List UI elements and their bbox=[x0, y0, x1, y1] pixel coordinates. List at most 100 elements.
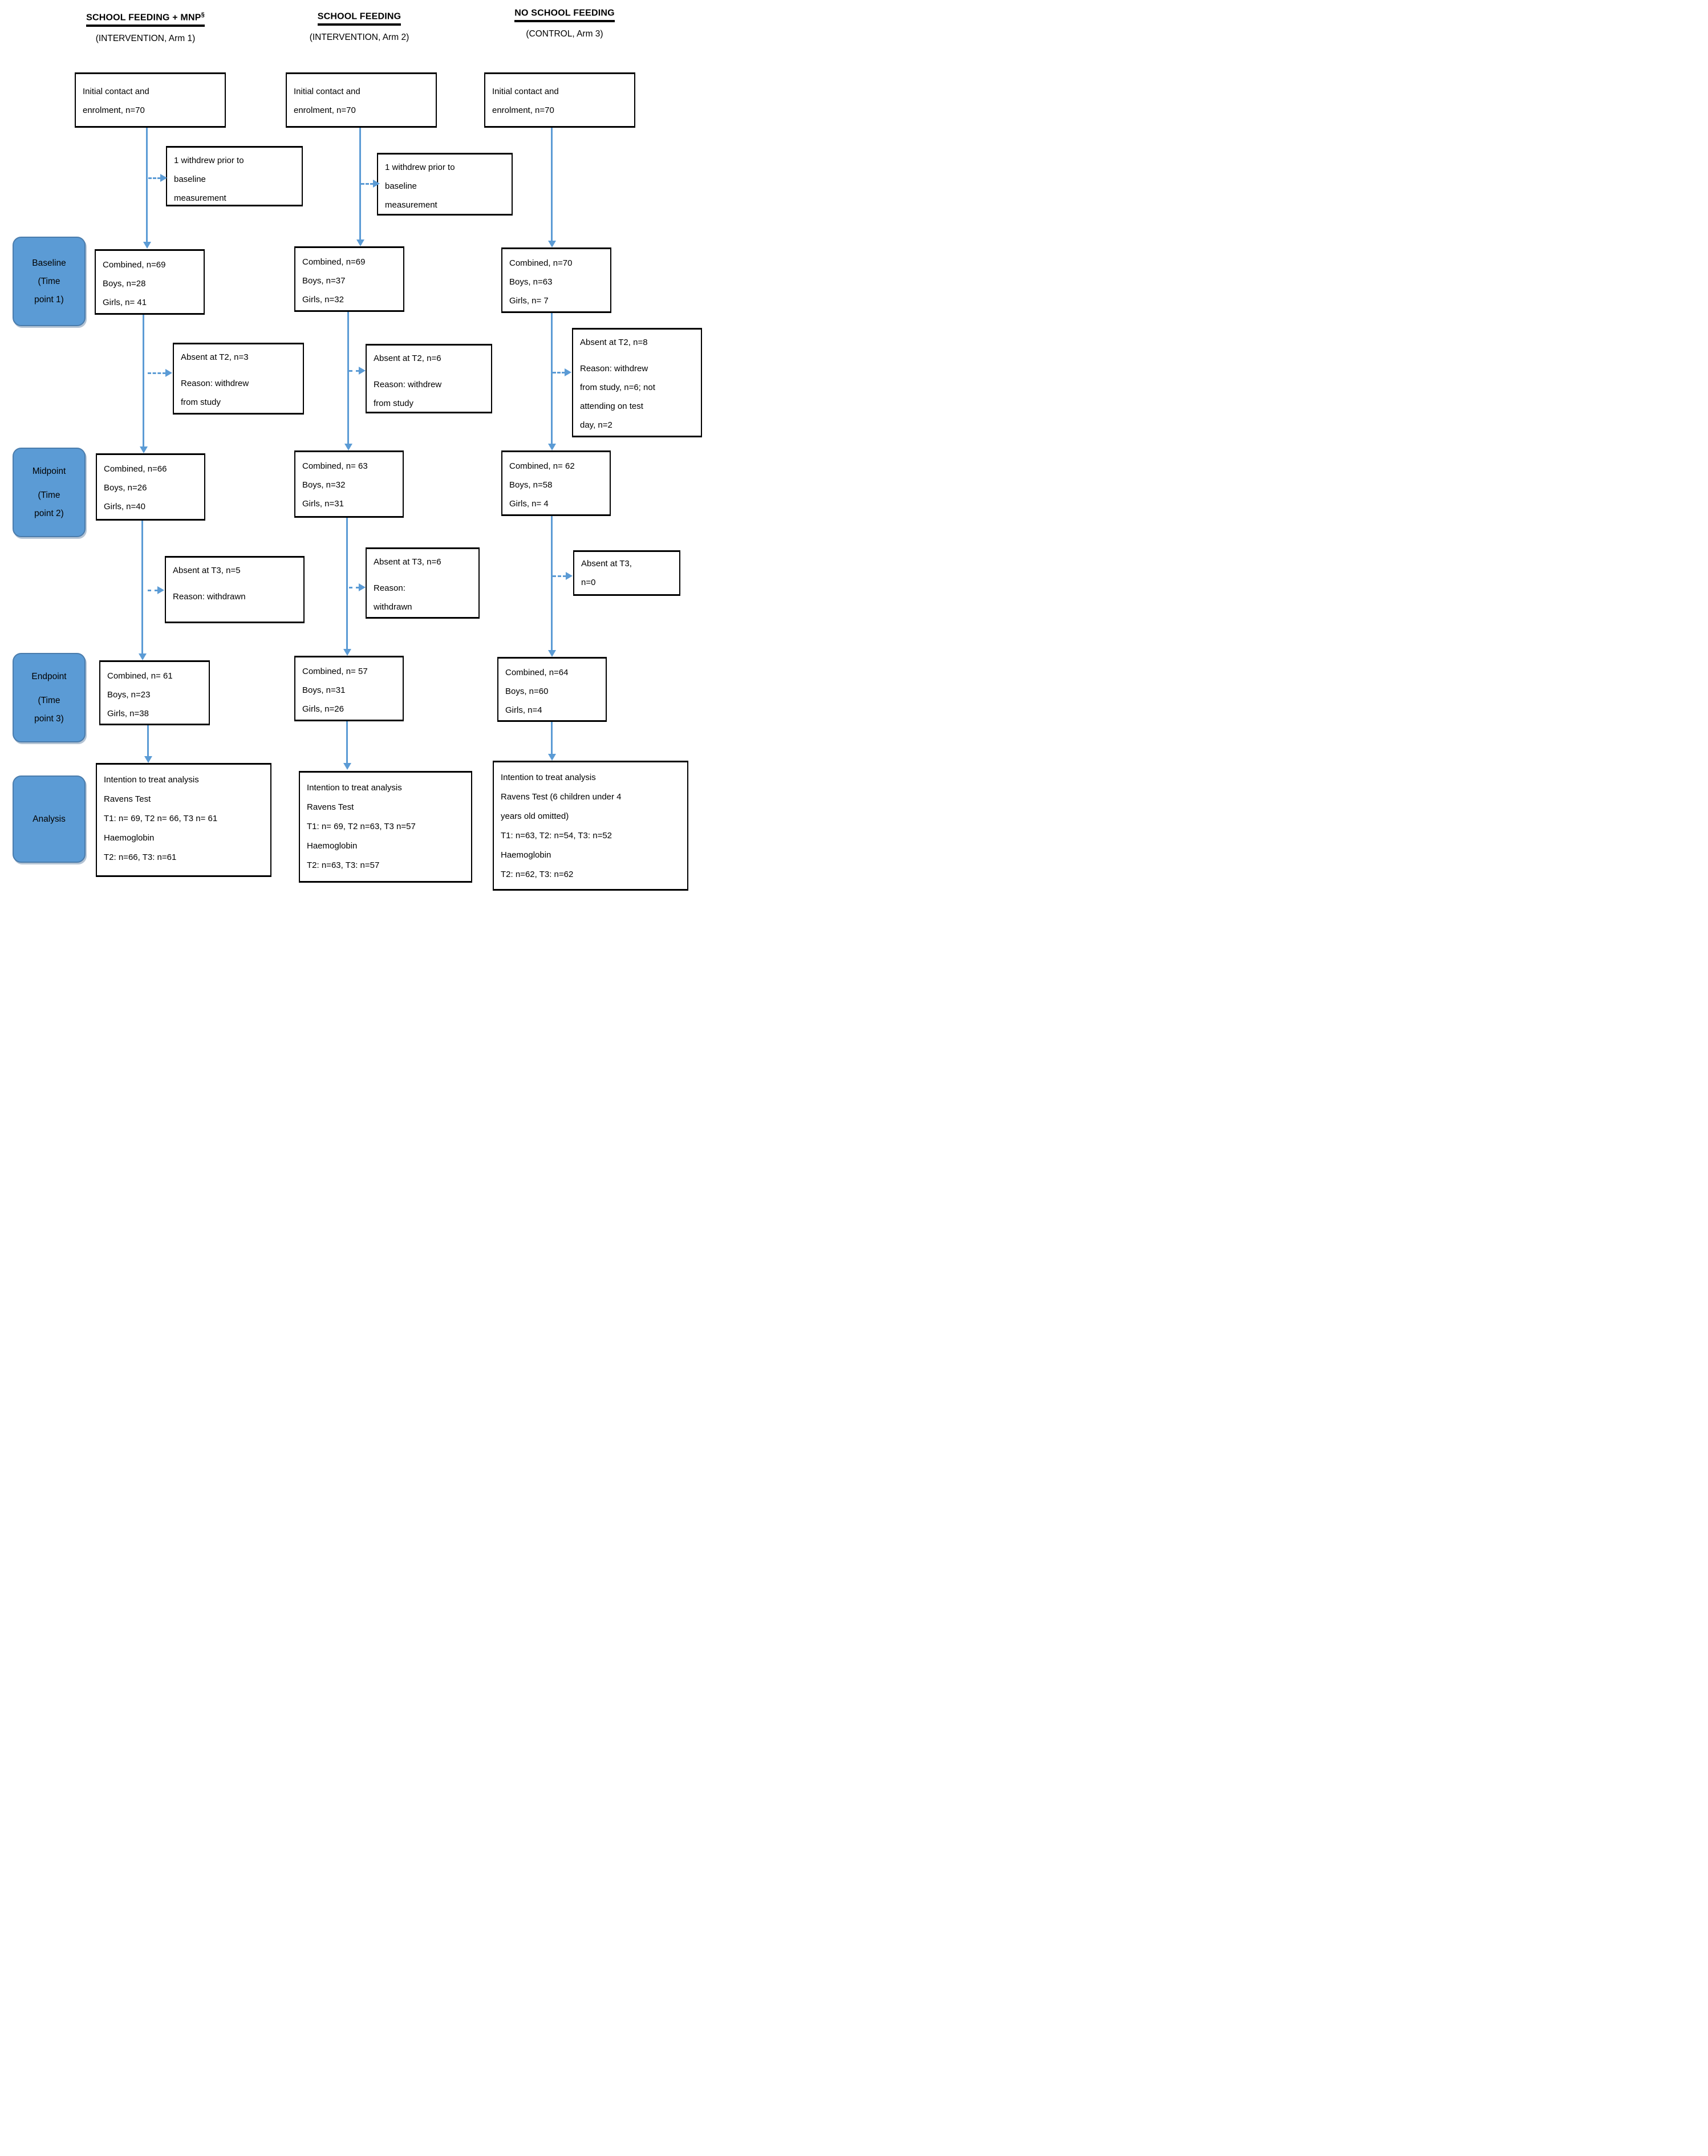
arm1-dashed-arrow-withdrew bbox=[148, 177, 161, 179]
arm2-header-title-text: SCHOOL FEEDING bbox=[317, 11, 401, 22]
text-line: Ravens Test bbox=[104, 794, 151, 804]
text-line: Girls, n=40 bbox=[104, 502, 145, 511]
text-line: enrolment, n=70 bbox=[294, 105, 356, 115]
text-line: Intention to treat analysis bbox=[307, 783, 402, 793]
text-line: 1 withdrew prior to bbox=[174, 156, 244, 165]
text-line: Boys, n=28 bbox=[103, 279, 146, 289]
side-label-line: Analysis bbox=[33, 814, 66, 824]
arm1-header-superscript: § bbox=[201, 11, 205, 18]
side-label-line: point 1) bbox=[34, 294, 64, 304]
arm2-arrow-baseline-to-midpoint bbox=[347, 312, 349, 444]
text-line: Combined, n= 62 bbox=[509, 461, 575, 471]
arm1-baseline-box: Combined, n=69 Boys, n=28 Girls, n= 41 bbox=[95, 249, 205, 315]
text-line: Boys, n=23 bbox=[107, 690, 151, 700]
arm2-header-title: SCHOOL FEEDING bbox=[317, 10, 401, 26]
text-line: from study, n=6; not bbox=[580, 383, 655, 392]
arm3-arrow-midpoint-to-endpoint bbox=[551, 516, 553, 650]
text-line: 1 withdrew prior to bbox=[385, 163, 455, 172]
arm2-midpoint-box: Combined, n= 63 Boys, n=32 Girls, n=31 bbox=[294, 450, 404, 518]
text-line: Boys, n=26 bbox=[104, 483, 147, 493]
text-line: Haemoglobin bbox=[307, 841, 358, 851]
text-line: measurement bbox=[385, 200, 437, 210]
arm3-endpoint-box: Combined, n=64 Boys, n=60 Girls, n=4 bbox=[497, 657, 607, 722]
text-line: Girls, n=31 bbox=[302, 499, 344, 509]
text-line: Reason: withdrew bbox=[374, 380, 442, 389]
arm1-arrow-initial-to-baseline bbox=[146, 128, 148, 242]
text-line: Combined, n= 61 bbox=[107, 671, 173, 681]
text-line: Haemoglobin bbox=[104, 833, 155, 843]
arm1-header-subtitle: (INTERVENTION, Arm 1) bbox=[95, 34, 196, 44]
side-label-analysis: Analysis bbox=[13, 775, 86, 863]
text-line: Combined, n=69 bbox=[302, 257, 366, 267]
arm1-absent-t3-box: Absent at T3, n=5 Reason: withdrawn bbox=[165, 556, 305, 623]
arm3-arrow-endpoint-to-analysis bbox=[551, 722, 553, 754]
text-line: Haemoglobin bbox=[501, 850, 551, 860]
arm1-header-title-text: SCHOOL FEEDING + MNP bbox=[86, 13, 201, 23]
text-line: Absent at T3, bbox=[581, 559, 632, 569]
text-line: enrolment, n=70 bbox=[492, 105, 554, 115]
arm3-arrow-baseline-to-midpoint bbox=[551, 313, 553, 444]
text-line: Combined, n=66 bbox=[104, 464, 167, 474]
text-line: Girls, n= 4 bbox=[509, 499, 549, 509]
text-line: n=0 bbox=[581, 578, 596, 587]
arm2-withdrew-box: 1 withdrew prior to baseline measurement bbox=[377, 153, 513, 216]
side-label-line: Endpoint bbox=[31, 671, 67, 681]
arm3-analysis-box: Intention to treat analysis Ravens Test … bbox=[493, 761, 688, 891]
text-line: Absent at T2, n=3 bbox=[181, 352, 249, 362]
arm3-midpoint-box: Combined, n= 62 Boys, n=58 Girls, n= 4 bbox=[501, 450, 611, 516]
arm1-arrow-baseline-to-midpoint bbox=[143, 315, 144, 446]
side-label-line: (Time bbox=[38, 490, 60, 500]
arm3-dashed-arrow-absent-t3 bbox=[553, 575, 566, 577]
right-arrow-icon bbox=[165, 369, 172, 377]
arm3-initial-box: Initial contact and enrolment, n=70 bbox=[484, 72, 635, 128]
text-line: Intention to treat analysis bbox=[104, 775, 199, 785]
text-line: T1: n=63, T2: n=54, T3: n=52 bbox=[501, 831, 612, 841]
text-line: Combined, n=70 bbox=[509, 258, 573, 268]
text-line: Girls, n=32 bbox=[302, 295, 344, 304]
arm2-endpoint-box: Combined, n= 57 Boys, n=31 Girls, n=26 bbox=[294, 656, 404, 721]
down-arrow-icon bbox=[139, 653, 147, 660]
arm1-dashed-arrow-absent-t3 bbox=[148, 590, 158, 591]
arm2-header-subtitle: (INTERVENTION, Arm 2) bbox=[309, 33, 409, 43]
text-line: Reason: withdrew bbox=[181, 379, 249, 388]
text-line: Boys, n=32 bbox=[302, 480, 346, 490]
arm3-header-title-text: NO SCHOOL FEEDING bbox=[514, 8, 615, 18]
text-line: Absent at T3, n=5 bbox=[173, 566, 241, 575]
text-line: Initial contact and bbox=[492, 87, 559, 96]
arm3-header-title: NO SCHOOL FEEDING bbox=[514, 7, 615, 23]
text-line: Boys, n=37 bbox=[302, 276, 346, 286]
text-line: T1: n= 69, T2 n=63, T3 n=57 bbox=[307, 822, 416, 831]
side-label-endpoint: Endpoint (Time point 3) bbox=[13, 653, 86, 742]
side-label-line: Baseline bbox=[32, 258, 66, 268]
arm3-absent-t2-box: Absent at T2, n=8 Reason: withdrew from … bbox=[572, 328, 702, 437]
arm2-absent-t3-box: Absent at T3, n=6 Reason: withdrawn bbox=[366, 547, 480, 619]
text-line: T2: n=66, T3: n=61 bbox=[104, 852, 177, 862]
text-line: Reason: withdrawn bbox=[173, 592, 246, 602]
arm1-header: SCHOOL FEEDING + MNP§ (INTERVENTION, Arm… bbox=[54, 11, 237, 44]
arm2-dashed-arrow-absent-t3 bbox=[349, 587, 359, 588]
right-arrow-icon bbox=[157, 586, 164, 594]
side-label-line: (Time bbox=[38, 695, 60, 705]
arm2-absent-t2-box: Absent at T2, n=6 Reason: withdrew from … bbox=[366, 344, 492, 413]
text-line: Combined, n= 57 bbox=[302, 667, 368, 676]
down-arrow-icon bbox=[548, 241, 556, 247]
arm3-arrow-initial-to-baseline bbox=[551, 128, 553, 241]
arm1-arrow-midpoint-to-endpoint bbox=[141, 521, 143, 653]
arm1-endpoint-box: Combined, n= 61 Boys, n=23 Girls, n=38 bbox=[99, 660, 210, 725]
text-line: Absent at T2, n=8 bbox=[580, 338, 648, 347]
arm2-arrow-initial-to-baseline bbox=[359, 128, 361, 239]
side-label-baseline: Baseline (Time point 1) bbox=[13, 237, 86, 326]
text-line: Combined, n=69 bbox=[103, 260, 166, 270]
arm2-analysis-box: Intention to treat analysis Ravens Test … bbox=[299, 771, 472, 883]
arm2-baseline-box: Combined, n=69 Boys, n=37 Girls, n=32 bbox=[294, 246, 404, 312]
text-line: baseline bbox=[385, 181, 417, 191]
text-line: T1: n= 69, T2 n= 66, T3 n= 61 bbox=[104, 814, 218, 823]
arm3-baseline-box: Combined, n=70 Boys, n=63 Girls, n= 7 bbox=[501, 247, 611, 313]
side-label-line: point 2) bbox=[34, 508, 64, 518]
side-label-line: point 3) bbox=[34, 713, 64, 724]
text-line: Ravens Test bbox=[307, 802, 354, 812]
arm2-arrow-midpoint-to-endpoint bbox=[346, 518, 348, 649]
text-line: enrolment, n=70 bbox=[83, 105, 145, 115]
text-line: from study bbox=[181, 397, 221, 407]
down-arrow-icon bbox=[343, 763, 351, 770]
